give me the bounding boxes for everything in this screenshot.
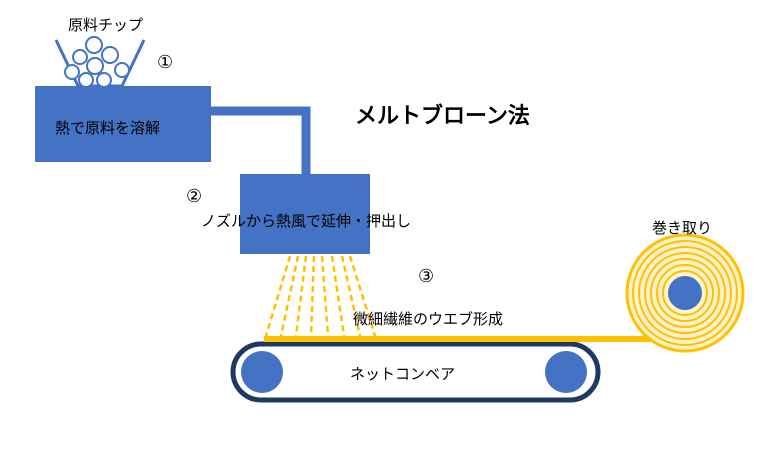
connecting-pipe — [211, 106, 311, 174]
conveyor-belt — [230, 341, 601, 403]
fiber-web-sheet — [264, 336, 652, 342]
melting-box — [35, 86, 211, 162]
roll-core — [668, 276, 702, 310]
conveyor-label: ネットコンベア — [350, 365, 456, 383]
hopper — [54, 36, 146, 88]
hopper-label: 原料チップ — [68, 16, 144, 34]
step2-label: ノズルから熱風で延伸・押出し — [201, 212, 412, 230]
step1-number: ① — [157, 52, 174, 73]
conveyor-roller-left — [241, 351, 283, 393]
nozzle-box — [240, 174, 370, 254]
conveyor-roller-right — [545, 351, 587, 393]
winder-label: 巻き取り — [652, 219, 713, 237]
winding-roll — [625, 233, 745, 353]
diagram-title: メルトブローン法 — [355, 104, 530, 129]
step2-number: ② — [186, 186, 203, 207]
step3-label: 微細繊維のウエブ形成 — [353, 310, 504, 328]
fiber-spray — [264, 255, 377, 337]
step3-number: ③ — [418, 266, 435, 287]
melting-box-label: 熱で原料を溶解 — [55, 119, 161, 137]
pellets — [64, 36, 130, 88]
